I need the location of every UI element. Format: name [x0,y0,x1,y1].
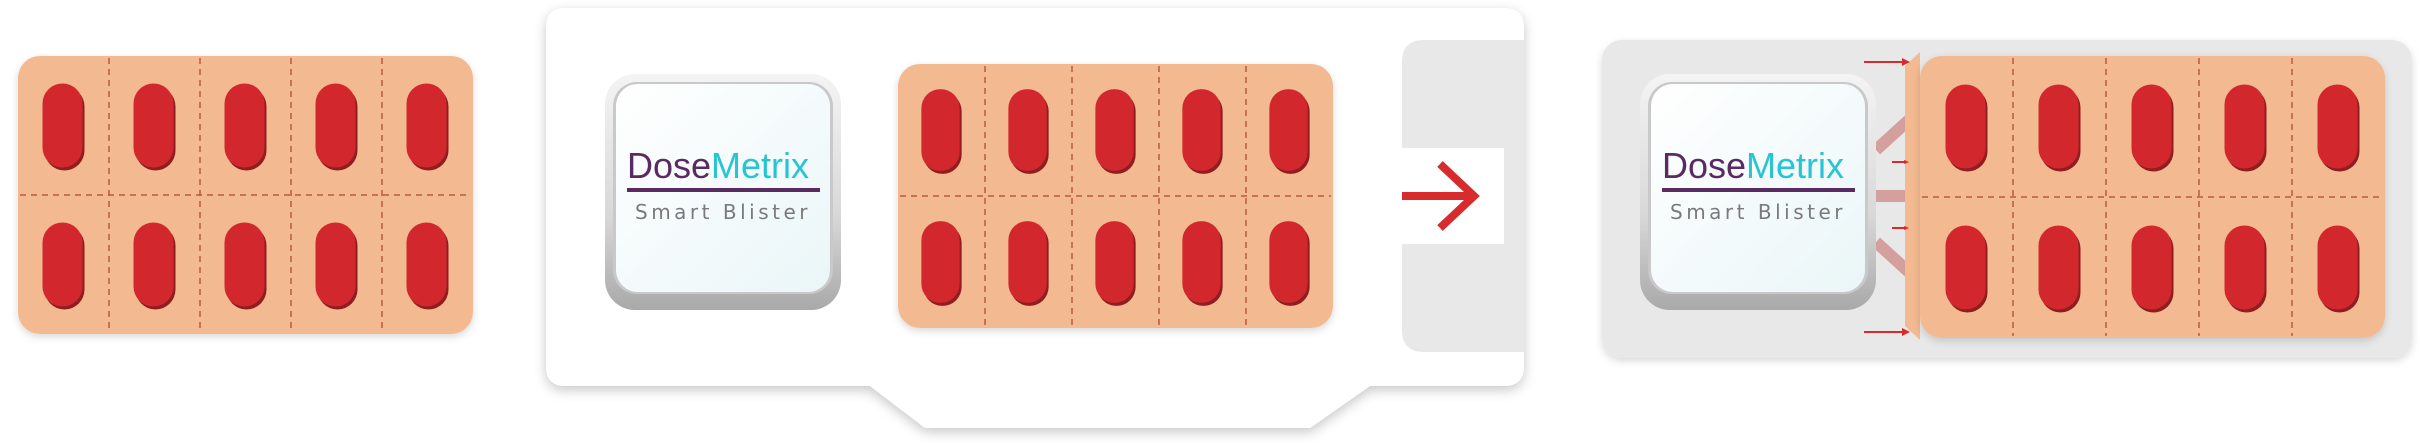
brand-name-metrix-2: Metrix [1746,145,1844,186]
pill [406,222,447,307]
pill [42,222,83,307]
brand-tagline-2: Smart Blister [1670,200,1846,224]
blister-notch [1905,52,1920,340]
pill [224,83,265,168]
pill [224,222,265,307]
panel-device-inserted: DoseMetrix Smart Blister [1602,40,2412,358]
device-screen: DoseMetrix Smart Blister [605,74,841,310]
pill [1182,89,1221,171]
brand-name-dose-2: Dose [1662,145,1746,186]
brand-tagline: Smart Blister [635,200,811,224]
pill [1269,89,1308,171]
blister-backing [1920,56,2385,338]
pill [1095,89,1134,171]
pill [2224,84,2265,169]
brand-name-dose: Dose [627,145,711,186]
pill [2317,225,2358,310]
pill [921,89,960,171]
device-screen-inserted: DoseMetrix Smart Blister [1640,74,1876,310]
dosemetrix-logo: DoseMetrix Smart Blister [627,145,820,224]
pill [1182,221,1221,303]
insert-arrow-icon [1402,161,1480,231]
brand-name-metrix: Metrix [711,145,809,186]
pill [1269,221,1308,303]
pill [1945,225,1986,310]
pill [315,222,356,307]
pill [921,221,960,303]
pill [2038,225,2079,310]
blister-card-3 [1920,56,2385,338]
logo-underline-2 [1662,188,1855,192]
pill [2038,84,2079,169]
pill [133,83,174,168]
pill [315,83,356,168]
blister-card-2 [898,64,1333,328]
pill [2317,84,2358,169]
pill [2224,225,2265,310]
dosemetrix-logo-2: DoseMetrix Smart Blister [1662,145,1855,224]
blister-card-1 [18,56,473,334]
pill [1008,89,1047,171]
pill [1008,221,1047,303]
pill [1095,221,1134,303]
pill [133,222,174,307]
blister-backing [898,64,1333,328]
svg-text:DoseMetrix: DoseMetrix [1662,145,1844,186]
logo-underline [627,188,820,192]
sensor-arrow-icons [1864,58,1910,336]
pill [2131,225,2172,310]
pill [1945,84,1986,169]
pill [406,83,447,168]
pill [2131,84,2172,169]
svg-text:DoseMetrix: DoseMetrix [627,145,809,186]
panel-standalone-blister [18,56,473,334]
pill [42,83,83,168]
panel-device-outside: DoseMetrix Smart Blister [546,8,1524,428]
